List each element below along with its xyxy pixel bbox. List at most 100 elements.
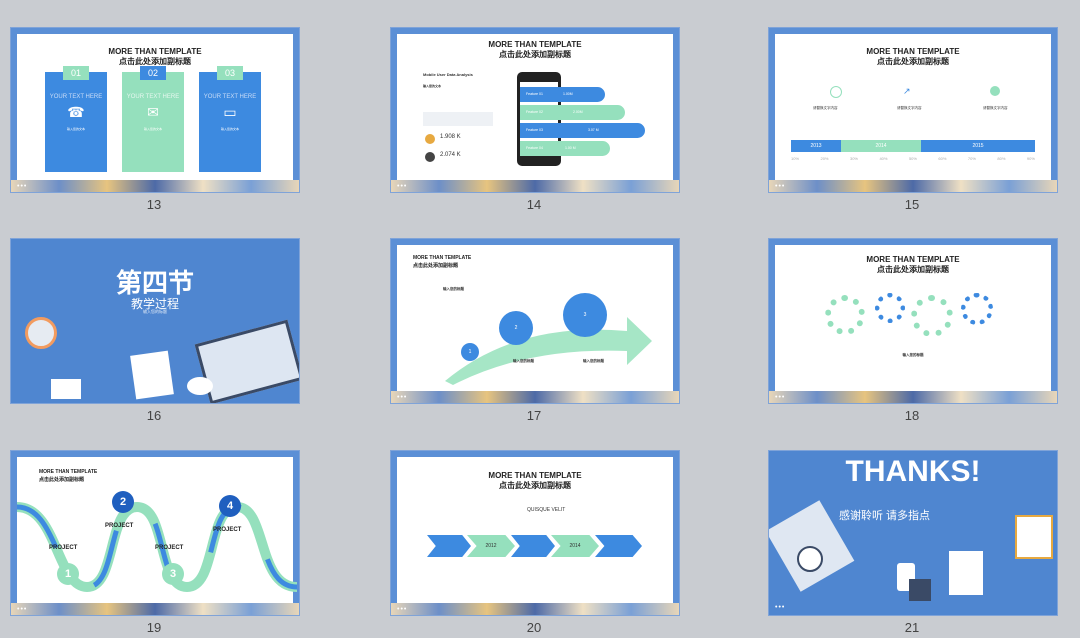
decorative-strip xyxy=(11,180,299,192)
thanks-title: THANKS! xyxy=(845,455,981,488)
thanks-subtitle: 感谢聆听 请多指点 xyxy=(839,510,931,522)
slide-thumbnail-21[interactable]: THANKS! 感谢聆听 请多指点 ••• 21 xyxy=(768,450,1058,635)
document-icon xyxy=(949,551,983,595)
text-heading: 输入您的标题 xyxy=(443,287,464,291)
slide-thumbnail-20[interactable]: MORE THAN TEMPLATE 点击此处添加副标题 QUISQUE VEL… xyxy=(390,450,680,635)
step-circle: 1 xyxy=(461,343,479,361)
slide-thumbnail-17[interactable]: MORE THAN TEMPLATE 点击此处添加副标题 1 2 3 输入您的标… xyxy=(390,238,680,423)
comment-box xyxy=(423,112,493,126)
decorative-strip xyxy=(11,603,299,615)
dots-icon: ••• xyxy=(775,604,786,611)
section-subheading: 输入您的文本 xyxy=(423,84,442,88)
gear-icon xyxy=(961,293,993,325)
item-title: 请替换文字内容 xyxy=(813,106,838,110)
section-heading: Mobile User Data Analysis xyxy=(423,72,473,77)
gear-icon xyxy=(825,295,865,335)
timeline-segment: 2014 xyxy=(841,140,921,152)
project-label: PROJECT xyxy=(105,523,134,529)
slide-number: 21 xyxy=(904,620,920,635)
slide-title: MORE THAN TEMPLATE xyxy=(108,47,202,56)
slide-13[interactable]: MORE THAN TEMPLATE 点击此处添加副标题 01 YOUR TEX… xyxy=(10,27,300,193)
dots-icon: ••• xyxy=(775,394,786,401)
megaphone-icon: ✉ xyxy=(147,104,159,120)
dots-icon: ••• xyxy=(17,183,28,190)
slide-subtitle: 点击此处添加副标题 xyxy=(39,477,85,483)
slide-subtitle: 点击此处添加副标题 xyxy=(499,481,571,490)
slide-title: MORE THAN TEMPLATE xyxy=(413,255,472,261)
slide-title: MORE THAN TEMPLATE xyxy=(488,471,582,480)
document-icon xyxy=(130,350,174,400)
card-caption: 输入您的文本 xyxy=(220,127,239,131)
pie-icon xyxy=(990,86,1000,96)
step-circle: 3 xyxy=(563,293,607,337)
card-text: YOUR TEXT HERE xyxy=(49,94,103,100)
section-title: 第四节 xyxy=(115,268,194,298)
decorative-strip xyxy=(769,391,1057,403)
slide-15[interactable]: MORE THAN TEMPLATE 点击此处添加副标题 ↗ 请替换文字内容 请… xyxy=(768,27,1058,193)
slide-subtitle: 点击此处添加副标题 xyxy=(413,263,459,269)
slide-title: MORE THAN TEMPLATE xyxy=(488,40,582,49)
slide-number: 16 xyxy=(146,408,162,423)
slide-thumbnail-13[interactable]: MORE THAN TEMPLATE 点击此处添加副标题 01 YOUR TEX… xyxy=(10,27,300,212)
slide-number: 19 xyxy=(146,620,162,635)
text-heading: 输入您的标题 xyxy=(902,353,924,357)
slide-21[interactable]: THANKS! 感谢聆听 请多指点 ••• xyxy=(768,450,1058,616)
project-label: PROJECT xyxy=(49,545,78,551)
item-title: 请替换文字内容 xyxy=(983,106,1008,110)
cd-icon xyxy=(25,317,57,349)
slide-17[interactable]: MORE THAN TEMPLATE 点击此处添加副标题 1 2 3 输入您的标… xyxy=(390,238,680,404)
card-3: 03 YOUR TEXT HERE ▭ 输入您的文本 xyxy=(199,66,261,172)
phone-icon: ☎ xyxy=(67,104,85,120)
slide-19[interactable]: MORE THAN TEMPLATE 点击此处添加副标题 1 PROJECT 2… xyxy=(10,450,300,616)
slide-20[interactable]: MORE THAN TEMPLATE 点击此处添加副标题 QUISQUE VEL… xyxy=(390,450,680,616)
timeline-segment: 2015 xyxy=(921,140,1035,152)
card-text: YOUR TEXT HERE xyxy=(203,94,257,100)
slide-subtitle: 点击此处添加副标题 xyxy=(877,57,949,66)
dots-icon: ••• xyxy=(17,606,28,613)
chart-icon: ↗ xyxy=(903,86,911,96)
gear-icon xyxy=(911,295,953,337)
timeline-label: QUISQUE VELIT xyxy=(527,507,566,513)
text-heading: 输入您的标题 xyxy=(513,359,534,363)
project-number: 3 xyxy=(162,563,184,585)
coffee-icon xyxy=(797,546,823,572)
slide-thumbnail-15[interactable]: MORE THAN TEMPLATE 点击此处添加副标题 ↗ 请替换文字内容 请… xyxy=(768,27,1058,212)
timeline-segment: 2013 xyxy=(791,140,841,152)
calculator-icon xyxy=(51,379,81,399)
decorative-strip xyxy=(391,180,679,192)
slide-title: MORE THAN TEMPLATE xyxy=(866,47,960,56)
slide-thumbnail-14[interactable]: MORE THAN TEMPLATE 点击此处添加副标题 Mobile User… xyxy=(390,27,680,212)
slide-16[interactable]: 第四节 教学过程 输入您的标题 xyxy=(10,238,300,404)
timeline-arrows: 2012 2014 xyxy=(427,535,642,557)
slide-thumbnail-19[interactable]: MORE THAN TEMPLATE 点击此处添加副标题 1 PROJECT 2… xyxy=(10,450,300,635)
stat-value: 2.074 K xyxy=(440,152,461,158)
project-number: 1 xyxy=(57,563,79,585)
slide-subtitle: 点击此处添加副标题 xyxy=(119,57,191,66)
slide-subtitle: 点击此处添加副标题 xyxy=(877,265,949,274)
dots-icon: ••• xyxy=(397,394,408,401)
slide-18[interactable]: MORE THAN TEMPLATE 点击此处添加副标题 输入您的标题 ••• xyxy=(768,238,1058,404)
slide-number: 15 xyxy=(904,197,920,212)
stat-icon xyxy=(425,134,435,144)
project-label: PROJECT xyxy=(155,545,184,551)
decorative-strip xyxy=(769,180,1057,192)
card-number: 01 xyxy=(63,66,89,80)
slide-thumbnail-18[interactable]: MORE THAN TEMPLATE 点击此处添加副标题 输入您的标题 ••• … xyxy=(768,238,1058,423)
project-number: 2 xyxy=(112,491,134,513)
coffee-icon xyxy=(187,377,213,395)
text-heading: 输入您的标题 xyxy=(583,359,604,363)
slide-14[interactable]: MORE THAN TEMPLATE 点击此处添加副标题 Mobile User… xyxy=(390,27,680,193)
slide-number: 13 xyxy=(146,197,162,212)
slide-subtitle: 点击此处添加副标题 xyxy=(499,50,571,59)
card-2: 02 YOUR TEXT HERE ✉ 输入您的文本 xyxy=(122,66,184,172)
slide-number: 18 xyxy=(904,408,920,423)
lightbulb-icon xyxy=(830,86,842,98)
slide-thumbnail-16[interactable]: 第四节 教学过程 输入您的标题 16 xyxy=(10,238,300,423)
calculator-icon xyxy=(909,579,931,601)
dots-icon: ••• xyxy=(775,183,786,190)
growth-arrow xyxy=(445,317,652,385)
stat-value: 1.908 K xyxy=(440,134,461,140)
